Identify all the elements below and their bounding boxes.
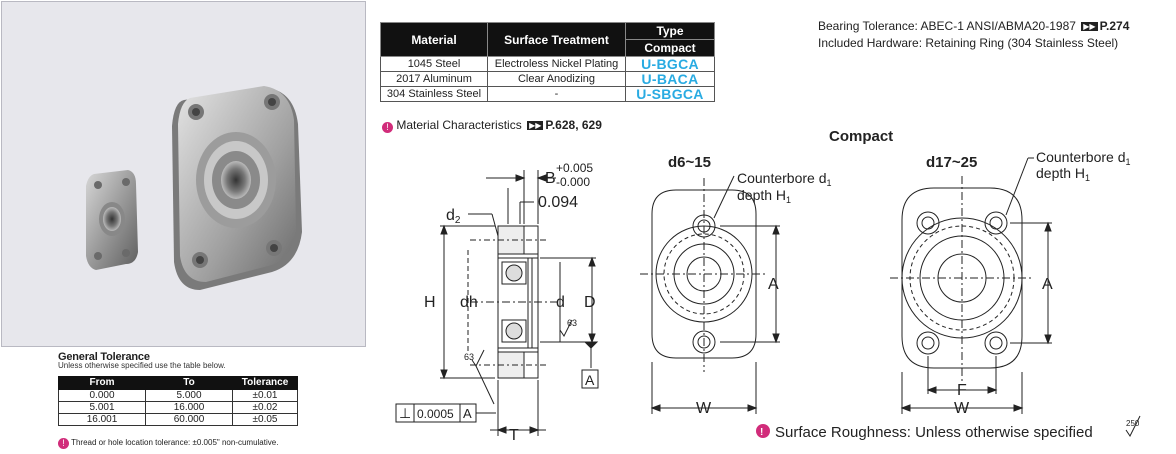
info-icon: ! xyxy=(382,122,393,133)
small-flange-photo xyxy=(86,170,138,270)
W-label-large: W xyxy=(954,400,970,417)
A-label-large: A xyxy=(1042,276,1053,293)
table-row: 304 Stainless Steel - U-SBGCA xyxy=(380,86,715,102)
section-view xyxy=(395,170,599,436)
material-characteristics-ref[interactable]: P.628, 629 xyxy=(545,118,602,132)
roughness-63a: 63 xyxy=(567,318,577,328)
mat-header-type: Type xyxy=(625,22,715,40)
surface-roughness-note: ! Surface Roughness: Unless otherwise sp… xyxy=(756,415,1141,441)
perpendicular-symbol: ⊥ xyxy=(399,405,411,421)
product-photo xyxy=(1,1,366,347)
material-table: Material Surface Treatment Type Compact … xyxy=(380,22,715,102)
surface-roughness-text: Surface Roughness: Unless otherwise spec… xyxy=(775,424,1093,441)
general-tolerance-title: General Tolerance xyxy=(58,351,150,363)
page-ref-icon: ▶▶ xyxy=(527,121,544,130)
d2-label: d2 xyxy=(446,207,461,226)
mat-code[interactable]: U-SBGCA xyxy=(625,86,715,102)
perpendicular-value: 0.0005 xyxy=(417,407,454,421)
roughness-63b: 63 xyxy=(464,352,474,362)
B-value: 0.094 xyxy=(538,194,578,211)
mat-code[interactable]: U-BGCA xyxy=(625,56,715,72)
general-tolerance-note: ! Thread or hole location tolerance: ±0.… xyxy=(58,438,278,449)
gt-cell: 60.000 xyxy=(145,413,233,426)
B-tol-plus: +0.005 xyxy=(556,161,593,175)
large-flange-photo xyxy=(172,86,302,290)
general-tolerance-table: From To Tolerance 0.000 5.000 ±0.01 5.00… xyxy=(58,376,298,426)
gt-cell: ±0.05 xyxy=(232,413,298,426)
mat-header-material: Material xyxy=(380,22,488,57)
W-label-small: W xyxy=(696,400,712,417)
material-characteristics-note: ! Material Characteristics ▶▶P.628, 629 xyxy=(382,118,602,133)
H-label: H xyxy=(424,294,436,311)
gt-header-from: From xyxy=(58,376,146,390)
depth-label-large: depth H1 xyxy=(1036,165,1090,183)
large-title: d17~25 xyxy=(926,154,977,171)
included-hardware: Included Hardware: Retaining Ring (304 S… xyxy=(818,36,1119,50)
gt-note-text: Thread or hole location tolerance: ±0.00… xyxy=(71,438,279,447)
small-title: d6~15 xyxy=(668,154,711,171)
F-label: F xyxy=(957,382,967,399)
front-view-large xyxy=(890,157,1052,414)
gt-header-to: To xyxy=(145,376,233,390)
d-label: d xyxy=(556,294,565,311)
counterbore-label-large: Counterbore d1 xyxy=(1036,149,1131,167)
D-label: D xyxy=(584,294,596,311)
perpendicular-datum: A xyxy=(463,406,472,421)
roughness-250: 250 xyxy=(1126,419,1140,428)
material-characteristics-text: Material Characteristics xyxy=(396,118,522,132)
table-row: 16.001 60.000 ±0.05 xyxy=(58,413,298,426)
mat-material: 304 Stainless Steel xyxy=(380,86,488,102)
bearing-tolerance-ref[interactable]: P.274 xyxy=(1099,19,1130,33)
info-icon: ! xyxy=(760,427,763,438)
dh-label: dh xyxy=(460,294,478,311)
info-icon: ! xyxy=(58,438,69,449)
bearing-tolerance: Bearing Tolerance: ABEC-1 ANSI/ABMA20-19… xyxy=(818,19,1129,33)
bearing-tolerance-text: Bearing Tolerance: ABEC-1 ANSI/ABMA20-19… xyxy=(818,19,1076,33)
mat-header-surface: Surface Treatment xyxy=(487,22,626,57)
B-label: B xyxy=(545,170,556,187)
table-row: 5.001 16.000 ±0.02 xyxy=(58,401,298,414)
page-ref-icon: ▶▶ xyxy=(1081,22,1098,31)
depth-label-small: depth H1 xyxy=(737,187,791,205)
A-label-small: A xyxy=(768,276,779,293)
counterbore-label-small: Counterbore d1 xyxy=(737,170,832,188)
B-tol-minus: -0.000 xyxy=(556,175,590,189)
T-label: T xyxy=(509,427,519,444)
compact-title: Compact xyxy=(829,128,893,145)
front-view-small xyxy=(640,175,780,414)
datum-A-label: A xyxy=(585,372,595,388)
mat-header-compact: Compact xyxy=(625,39,715,57)
general-tolerance-subtitle: Unless otherwise specified use the table… xyxy=(58,361,226,370)
